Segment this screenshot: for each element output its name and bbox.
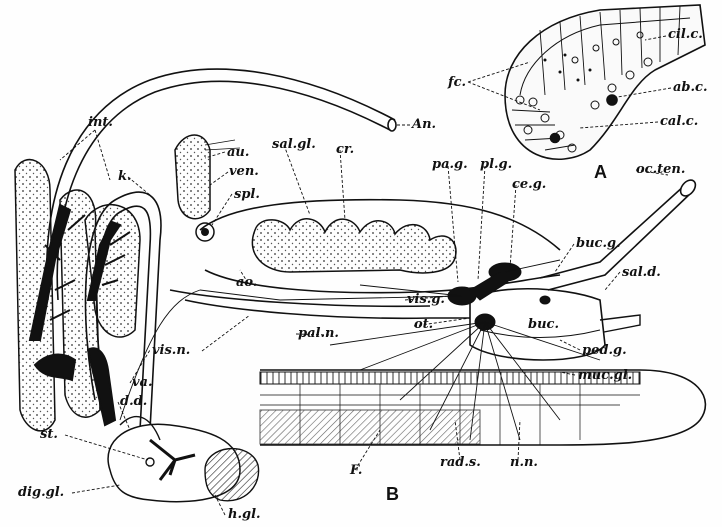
label-fc: fc. — [448, 76, 466, 90]
label-int: int. — [88, 116, 113, 130]
label-rad-s: rad.s. — [440, 456, 481, 470]
label-au: au. — [227, 146, 249, 160]
label-h-gl: h.gl. — [228, 508, 261, 522]
label-pa-g: pa.g. — [432, 158, 468, 172]
label-cal-c: cal.c. — [660, 115, 698, 129]
label-dd: d.d. — [120, 395, 147, 409]
label-f: F. — [350, 464, 362, 478]
label-pal-n: pal.n. — [298, 327, 339, 341]
label-st: st. — [40, 428, 58, 442]
label-ot: ot. — [414, 318, 433, 332]
label-k: k. — [118, 170, 132, 184]
hermaphrodite-gland — [108, 417, 259, 502]
label-ped-g: ped.g. — [582, 344, 627, 358]
label-vis-g: vis.g. — [407, 293, 445, 307]
salivary-gland — [252, 219, 456, 273]
label-dig-gl: dig.gl. — [18, 486, 64, 500]
label-pl-g: pl.g. — [480, 158, 512, 172]
label-buc: buc. — [528, 318, 559, 332]
label-spl: spl. — [234, 188, 260, 202]
label-sal-d: sal.d. — [622, 266, 661, 280]
label-sal-gl: sal.gl. — [272, 138, 316, 152]
label-an: An. — [412, 118, 436, 132]
figure-b-letter: B — [386, 484, 399, 505]
label-vis-n: vis.n. — [152, 344, 190, 358]
label-ao: ao. — [236, 276, 257, 290]
label-va: va. — [132, 376, 153, 390]
label-ven: ven. — [229, 165, 259, 179]
foot — [260, 370, 705, 445]
label-ce-g: ce.g. — [512, 178, 546, 192]
label-buc-g: buc.g. — [576, 237, 621, 251]
label-cr: cr. — [336, 143, 354, 157]
label-muc-gl: muc.gl. — [578, 369, 632, 383]
label-ab-c: ab.c. — [673, 81, 707, 95]
label-cil-c: cil.c. — [668, 28, 703, 42]
figure-a-letter: A — [594, 162, 607, 183]
digestive-gland — [15, 160, 140, 431]
label-n-n: n.n. — [510, 456, 538, 470]
label-oc-ten: oc.ten. — [636, 163, 685, 177]
